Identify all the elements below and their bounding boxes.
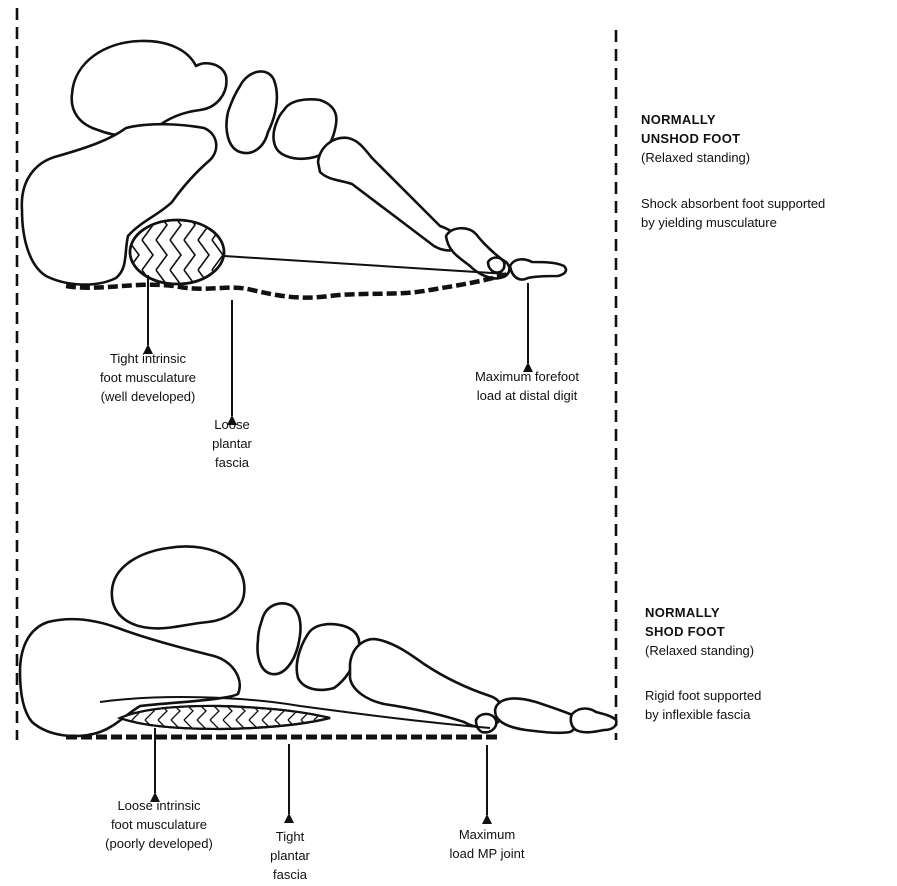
callout-line: plantar [182, 434, 282, 453]
navicular-bone-shod [258, 603, 301, 674]
unshod-foot-description: Shock absorbent foot supported by yieldi… [641, 194, 825, 232]
description-line: Rigid foot supported [645, 686, 761, 705]
callout-line: Tight [250, 827, 330, 846]
callout-line: (well developed) [78, 387, 218, 406]
panel-heading: UNSHOD FOOT [641, 129, 750, 148]
callout-loose-plantar-fascia: Loose plantar fascia [182, 415, 282, 472]
description-line: by inflexible fascia [645, 705, 761, 724]
unshod-plantar-fascia [66, 274, 508, 298]
unshod-foot-skeleton [22, 41, 566, 285]
panel-condition: (Relaxed standing) [641, 148, 750, 167]
unshod-intrinsic-muscle [130, 220, 224, 284]
panel-heading: NORMALLY [641, 110, 750, 129]
callout-line: (poorly developed) [84, 834, 234, 853]
shod-foot-description: Rigid foot supported by inflexible fasci… [645, 686, 761, 724]
callout-line: Maximum [432, 825, 542, 844]
shod-intrinsic-muscle [120, 704, 332, 732]
metatarsal-bone-shod [350, 639, 502, 727]
callout-maximum-load-mp-joint: Maximum load MP joint [432, 825, 542, 863]
callout-line: plantar [250, 846, 330, 865]
description-line: by yielding musculature [641, 213, 825, 232]
metatarsal-bone [318, 138, 460, 251]
callout-line: foot musculature [84, 815, 234, 834]
shod-foot-caption: NORMALLY SHOD FOOT (Relaxed standing) [645, 603, 754, 660]
callout-line: fascia [250, 865, 330, 884]
callout-line: foot musculature [78, 368, 218, 387]
callout-loose-intrinsic-musculature: Loose intrinsic foot musculature (poorly… [84, 796, 234, 853]
callout-line: Loose [182, 415, 282, 434]
talus-bone [72, 41, 227, 136]
distal-phalanx-bone-shod [571, 709, 617, 733]
panel-condition: (Relaxed standing) [645, 641, 754, 660]
proximal-phalanx-bone-shod [495, 699, 576, 733]
distal-phalanx-bone [510, 259, 566, 279]
callout-line: load MP joint [432, 844, 542, 863]
callout-line: Maximum forefoot [452, 367, 602, 386]
callout-line: fascia [182, 453, 282, 472]
talus-bone-shod [112, 546, 245, 628]
description-line: Shock absorbent foot supported [641, 194, 825, 213]
sesamoid-bone [488, 258, 504, 273]
callout-line: load at distal digit [452, 386, 602, 405]
navicular-bone [227, 71, 277, 153]
callout-maximum-forefoot-load: Maximum forefoot load at distal digit [452, 367, 602, 405]
panel-heading: NORMALLY [645, 603, 754, 622]
callout-line: Tight intrinsic [78, 349, 218, 368]
callout-tight-plantar-fascia: Tight plantar fascia [250, 827, 330, 884]
callout-line: Loose intrinsic [84, 796, 234, 815]
panel-heading: SHOD FOOT [645, 622, 754, 641]
sesamoid-bone-shod [476, 714, 496, 732]
callout-tight-intrinsic-musculature: Tight intrinsic foot musculature (well d… [78, 349, 218, 406]
unshod-foot-caption: NORMALLY UNSHOD FOOT (Relaxed standing) [641, 110, 750, 167]
